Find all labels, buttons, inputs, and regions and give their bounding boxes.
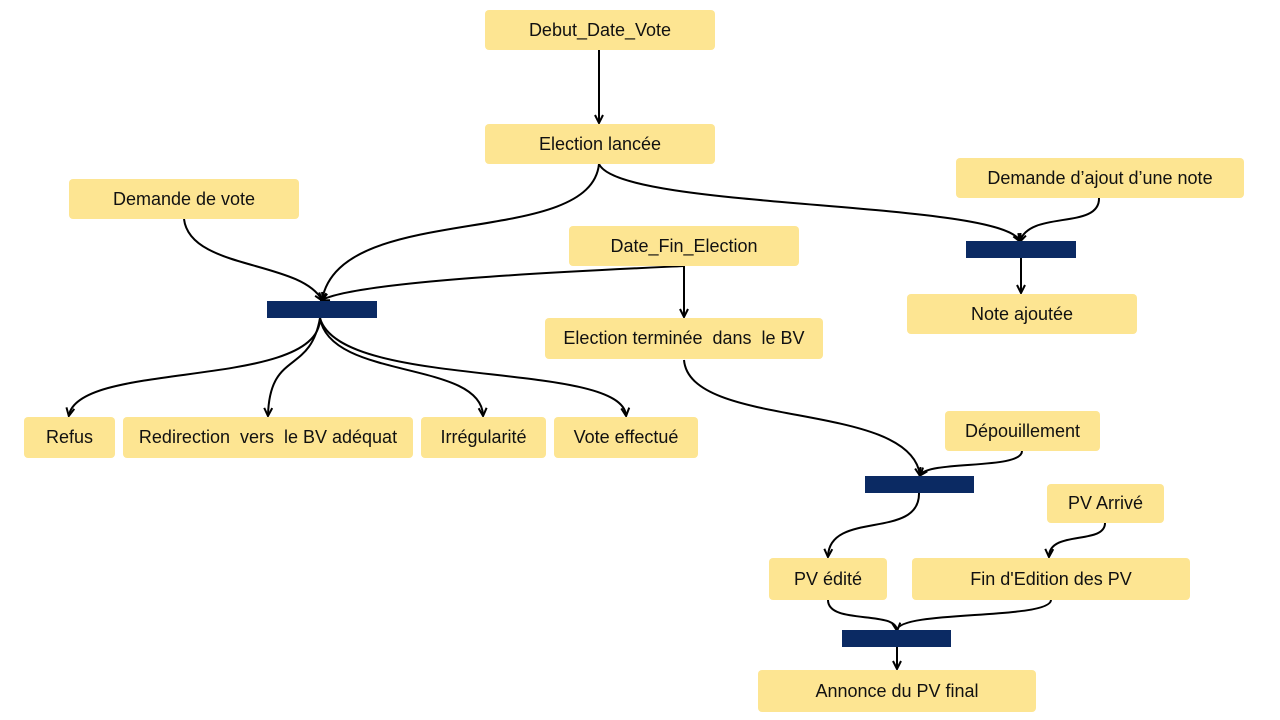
edge-depouillement-to-bar: [920, 450, 1023, 475]
node-vote-effectue: Vote effectué: [554, 417, 698, 458]
node-election-terminee: Election terminée dans le BV: [545, 318, 823, 359]
node-note-ajoutee: Note ajoutée: [907, 294, 1137, 334]
edge-vote-bar-to-irregularite: [319, 317, 483, 415]
edge-lancee-to-note-bar: [598, 163, 1020, 241]
node-refus: Refus: [24, 417, 115, 458]
node-irregularite: Irrégularité: [421, 417, 546, 458]
edge-vote-bar-to-redirection: [268, 317, 321, 415]
node-date-fin-election: Date_Fin_Election: [569, 226, 799, 266]
node-annonce-pv-final: Annonce du PV final: [758, 670, 1036, 712]
node-demande-ajout-note: Demande d’ajout d’une note: [956, 158, 1244, 198]
node-debut-date-vote: Debut_Date_Vote: [485, 10, 715, 50]
node-redirection: Redirection vers le BV adéquat: [123, 417, 413, 458]
sync-bar-final: [842, 630, 951, 647]
node-pv-arrive: PV Arrivé: [1047, 484, 1164, 523]
edge-fin-edition-to-final-bar: [896, 599, 1052, 631]
node-fin-edition: Fin d'Edition des PV: [912, 558, 1190, 600]
sync-bar-note: [966, 241, 1076, 258]
edge-pv-arrive-to-fin-edition: [1049, 522, 1106, 556]
node-pv-edite: PV édité: [769, 558, 887, 600]
edge-lancee-to-vote-bar: [322, 163, 600, 300]
sync-bar-depouillement: [865, 476, 974, 493]
sync-bar-vote: [267, 301, 377, 318]
edge-vote-bar-to-vote-effectue: [319, 317, 626, 415]
node-demande-de-vote: Demande de vote: [69, 179, 299, 219]
edge-vote-bar-to-refus: [69, 317, 321, 415]
edge-terminee-to-depouillement-bar: [683, 359, 920, 475]
edge-date-fin-to-vote-bar: [322, 265, 685, 300]
node-election-lancee: Election lancée: [485, 124, 715, 164]
node-depouillement: Dépouillement: [945, 411, 1100, 451]
edge-demande-vote-to-bar: [183, 218, 322, 300]
edge-pv-edite-to-final-bar: [827, 599, 897, 630]
edge-ajout-note-to-bar: [1020, 197, 1101, 241]
edge-depouillement-bar-to-pv-edite: [828, 492, 921, 556]
